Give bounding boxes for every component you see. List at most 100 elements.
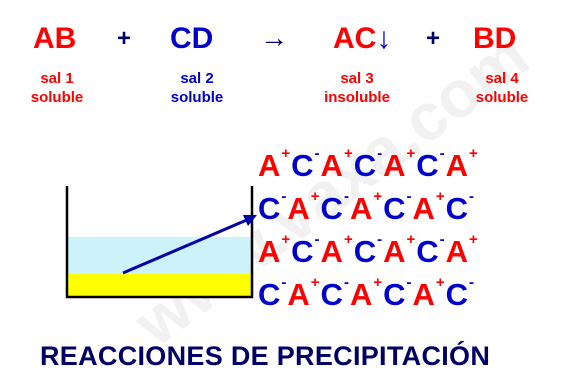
beaker-outline [65,186,254,299]
ion: A+ [445,145,479,183]
ion: A+ [383,231,417,269]
ion-charge: + [281,231,292,248]
ion-charge: + [310,188,321,205]
ion: A+ [287,188,321,226]
salt-4-name: sal 4 [485,70,519,87]
ion-symbol: A [320,234,344,269]
ion-charge: - [281,274,288,291]
ion-charge: + [469,145,479,162]
ion-charge: + [343,145,354,162]
ion-symbol: C [258,277,282,312]
ion-symbol: C [445,277,470,312]
ion-charge: + [373,274,384,291]
ion-charge: - [406,188,413,205]
reaction-arrow: → [260,22,288,53]
ion: C- [321,274,350,312]
ion-symbol: A [445,148,470,183]
ion: A+ [412,188,446,226]
ion-charge: + [435,188,446,205]
ion-charge: - [469,188,476,205]
ion-symbol: A [258,234,282,269]
ion: C- [445,274,476,312]
salt-4-label: sal 4 soluble [462,69,542,107]
ion-symbol: A [445,234,470,269]
beaker-liquid [67,237,252,274]
salt-1-label: sal 1 soluble [17,69,97,107]
ion: C- [320,188,350,226]
ion-symbol: C [353,234,378,269]
ion-symbol: A [287,277,311,312]
salt-4-solubility: soluble [475,89,529,106]
ion-charge: - [406,274,413,291]
ion: C- [353,145,384,183]
ion-symbol: C [353,148,378,183]
lattice-row: C-A+C-A+C-A+C- [258,274,479,312]
ion-symbol: A [412,277,436,312]
ion-symbol: A [383,148,407,183]
salt-2-label: sal 2 soluble [157,69,237,107]
ion: A+ [350,188,384,226]
ion-charge: + [343,231,354,248]
ion-symbol: C [258,191,282,226]
ion-symbol: A [412,191,436,226]
ion-charge: + [310,274,321,291]
ion: A+ [258,146,291,183]
ion-symbol: C [416,234,440,269]
ion-charge: + [406,231,417,248]
salt-1-formula: AB [33,22,77,55]
ion-symbol: C [383,191,407,226]
ion-charge: - [281,188,288,205]
ion-charge: - [439,145,446,162]
plus-sign-1: + [117,25,132,52]
ion: A+ [349,274,384,312]
ion: A+ [258,231,292,269]
salt-2-formula: CD [170,22,214,55]
ion-charge: + [373,188,384,205]
ion-charge: - [377,145,384,162]
ion-symbol: A [349,277,374,312]
ion-charge: - [343,188,350,205]
ion-charge: - [314,145,321,162]
ion-symbol: C [291,234,315,269]
ion-symbol: C [320,191,344,226]
salt-4-formula: BD [473,22,517,55]
ion-charge: + [435,274,446,291]
ion: A+ [383,145,417,183]
salt-3-formula: AC↓ [333,24,391,54]
ion: A+ [287,274,321,312]
page-title: REACCIONES DE PRECIPITACIÓN [40,341,491,371]
salt-1-name: sal 1 [40,70,74,87]
ion-symbol: C [383,277,407,312]
salt-3-name: sal 3 [340,70,374,87]
ion-symbol: C [416,148,440,183]
ion-charge: + [469,231,479,248]
ion: C- [416,145,446,183]
ion: C- [291,231,321,269]
ion-charge: + [406,145,417,162]
ion: C- [383,188,413,226]
ion-symbol: A [287,191,311,226]
plus-sign-2: + [426,25,441,52]
ion: A+ [445,231,479,269]
ion-charge: - [314,231,321,248]
lattice-row: A+C-A+C-A+C-A+ [258,145,479,183]
ion-lattice: A+C-A+C-A+C-A+ C-A+C-A+C-A+C- A+C-A+C-A+… [258,145,479,312]
lattice-row: A+C-A+C-A+C-A+ [258,231,479,269]
ion: A+ [320,231,354,269]
pointer-arrow-head [243,215,257,226]
beaker-precipitate [67,274,252,296]
ion: A+ [320,145,354,183]
lattice-row: C-A+C-A+C-A+C- [258,188,479,226]
ion-symbol: A [320,148,344,183]
ion: A+ [412,274,446,312]
ion-symbol: C [445,191,470,226]
precipitate-arrow-icon: ↓ [376,22,392,55]
ion-charge: - [469,274,476,291]
ion-symbol: A [258,148,282,183]
salt-3-label: sal 3 insoluble [312,69,402,107]
ion: C- [445,188,476,226]
ion-charge: - [343,274,350,291]
ion: C- [258,274,288,312]
salt-3-formula-text: AC [333,22,377,55]
